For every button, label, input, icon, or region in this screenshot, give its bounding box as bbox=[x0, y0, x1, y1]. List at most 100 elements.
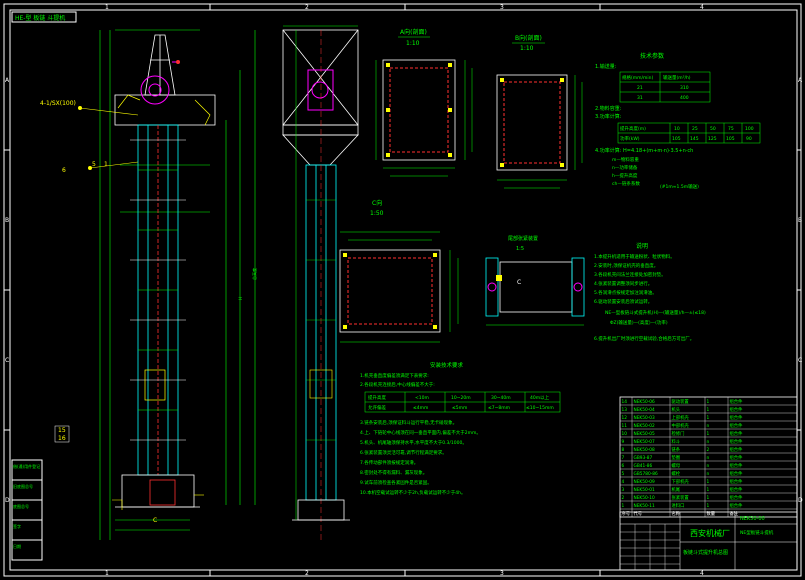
title-block: 西安机械厂 板链斗式提升机总图 NEK50-00 NE型板链斗提机 bbox=[619, 511, 798, 571]
bom-cell: 张紧装置 bbox=[672, 494, 690, 501]
t2-r2-4: 105 bbox=[726, 136, 735, 142]
bom-cell: 2 bbox=[622, 495, 625, 501]
title-code: NEK50-00 bbox=[740, 516, 765, 522]
bom-cell: NEK50-03 bbox=[634, 415, 655, 421]
bom-cell: NEK50-10 bbox=[634, 495, 655, 501]
detail-title: 尾部张紧装置 bbox=[508, 235, 538, 242]
bom-cell: n bbox=[707, 424, 710, 429]
zone-bottom-3: 3 bbox=[500, 570, 504, 577]
zone-left-a: A bbox=[5, 77, 10, 84]
zone-right-c: C bbox=[798, 357, 802, 364]
view-c-scale: 1:50 bbox=[370, 210, 384, 217]
tech-item-2: 2.物料容重: bbox=[595, 105, 622, 112]
inst-head-4: 40m以上 bbox=[530, 394, 550, 401]
side-tag-2: 16 bbox=[58, 435, 66, 442]
bom-cell: 13 bbox=[622, 407, 628, 413]
side-elevation-view bbox=[282, 25, 359, 540]
zone-bottom-1: 1 bbox=[105, 570, 109, 577]
zone-right-d: D bbox=[798, 497, 803, 504]
bom-cell: 料斗 bbox=[672, 438, 681, 445]
tech-footnote: (#1m≈1.5m输送) bbox=[660, 183, 699, 190]
bom-frame bbox=[619, 396, 798, 518]
zone-top-4: 4 bbox=[700, 4, 704, 11]
bom-cell: GB41-86 bbox=[634, 463, 653, 469]
bom-cell: 链条 bbox=[672, 446, 681, 453]
tech-note-3: h—提升高度 bbox=[612, 172, 638, 179]
bom-cell: 5 bbox=[622, 471, 625, 477]
remark-line-2: 2.安装时,须保证机壳的垂直度。 bbox=[594, 262, 658, 269]
inst-head-2: 10~20m bbox=[451, 395, 471, 401]
t2-r1-5: 100 bbox=[745, 126, 754, 132]
bom-cell: 组合件 bbox=[730, 462, 744, 469]
bom-cell: 组合件 bbox=[730, 494, 744, 501]
tech-formula: 4.功率计算: H=4.18+(m+m·n)·3.5+n·ch bbox=[595, 147, 693, 154]
bom-cell: 4 bbox=[622, 479, 625, 485]
bom-cell: 组合件 bbox=[730, 406, 744, 413]
bom-cell: NEK50-08 bbox=[634, 447, 655, 453]
zone-left-d: D bbox=[5, 497, 10, 504]
bom-cell: n bbox=[707, 472, 710, 477]
bom-cell: 1 bbox=[622, 503, 625, 509]
strip-label-4: 签字 bbox=[13, 523, 21, 529]
bom-cell: 1 bbox=[707, 407, 710, 413]
inst-row-0: 允许偏差 bbox=[368, 404, 386, 411]
t2-r2-2: 145 bbox=[690, 136, 699, 142]
detail-tag: C bbox=[517, 279, 521, 286]
view-b-section: B向(剖面) 1:10 bbox=[496, 34, 583, 189]
t2-r2-0: 功率(kW) bbox=[620, 135, 640, 142]
t1-r1-c0: 31 bbox=[637, 95, 643, 101]
callout-3: 5 bbox=[92, 161, 96, 168]
bom-cell: 组合件 bbox=[730, 478, 744, 485]
install-heading: 安装技术要求 bbox=[430, 361, 464, 369]
zone-left-c: C bbox=[5, 357, 9, 364]
bom-cell: n bbox=[707, 456, 710, 461]
inst-row-2: ≤5mm bbox=[452, 405, 467, 411]
bom-cell: 垫圈 bbox=[672, 454, 681, 461]
bom-cell: 2 bbox=[707, 447, 710, 453]
bom-cell: 1 bbox=[707, 479, 710, 485]
bom-header-cell: 序号 bbox=[622, 510, 631, 517]
title-company: 西安机械厂 bbox=[690, 528, 730, 538]
bom-header-cell: 备注 bbox=[730, 510, 739, 517]
strip-label-3: 底图总号 bbox=[13, 503, 29, 509]
bom-cell: 6 bbox=[622, 463, 625, 469]
install-item-5: 5.机头、机尾轴须保持水平,水平度不大于0.3/1000。 bbox=[360, 439, 467, 446]
remark-line-3: 3.各段机壳间法兰连接处加密封垫。 bbox=[594, 271, 666, 278]
bom-cell: 组合件 bbox=[730, 398, 744, 405]
bom-cell: NEK50-07 bbox=[634, 439, 655, 445]
bom-cell: 1 bbox=[707, 487, 710, 493]
t1-r0-c0: 21 bbox=[637, 85, 643, 91]
tech-item-3: 3.功率计算: bbox=[595, 113, 622, 120]
view-c-title: C向 bbox=[372, 199, 382, 207]
bom-cell: 组合件 bbox=[730, 422, 744, 429]
view-a-title: A向(剖面) bbox=[400, 28, 427, 36]
bom-cell: n bbox=[707, 464, 710, 469]
callout-1: 4-1/SX(100) bbox=[40, 100, 76, 107]
tech-item-1: 1.输送量: bbox=[595, 63, 617, 70]
bom-header-cell: 代号 bbox=[634, 510, 643, 517]
remark-line-6: 6.驱动装置安装后须试运转。 bbox=[594, 298, 652, 305]
install-item-7: 7.各传动部件须按规定润滑。 bbox=[360, 459, 418, 466]
tech-params-heading: 技术参数 bbox=[640, 52, 664, 60]
t1-head-0: 规格(mm/min) bbox=[622, 74, 654, 81]
view-b-title: B向(剖面) bbox=[515, 34, 542, 42]
bom-cell: 1 bbox=[707, 399, 710, 405]
bom-cell: 螺栓 bbox=[672, 470, 681, 477]
bom-cell: GB5780-86 bbox=[634, 471, 658, 477]
bottom-tag: C bbox=[153, 517, 157, 524]
t2-r1-4: 75 bbox=[728, 126, 734, 132]
bom-cell: 进料口 bbox=[672, 502, 685, 509]
t2-r1-3: 50 bbox=[710, 126, 716, 132]
bom-cell: 10 bbox=[622, 431, 628, 437]
total-height-dim: 总高度 bbox=[251, 268, 257, 280]
t2-r2-1: 105 bbox=[672, 136, 681, 142]
bom-cell: 螺母 bbox=[672, 462, 681, 469]
left-revision-strip: 借(通)用件登记 旧底图总号 底图总号 签字 日期 bbox=[11, 459, 43, 561]
bom-cell: 8 bbox=[622, 447, 625, 453]
bom-cell: 上部机壳 bbox=[672, 414, 690, 421]
view-c-section: C向 1:50 bbox=[339, 199, 459, 343]
bom-cell: NEK50-05 bbox=[634, 431, 655, 437]
zone-right-b: B bbox=[798, 217, 802, 224]
